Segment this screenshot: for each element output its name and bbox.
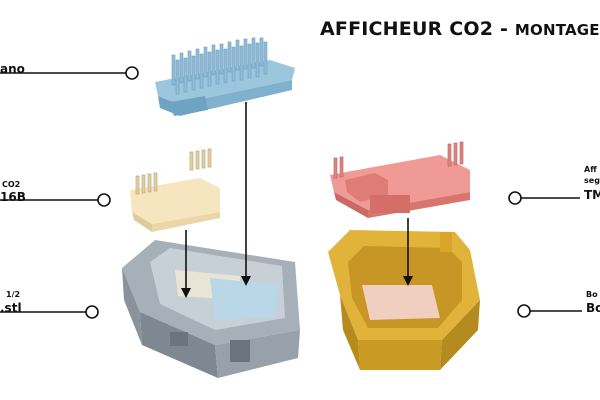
arduino-nano-board [155,37,295,116]
yellow-box-top [328,230,480,370]
callout-marker-icon [85,305,99,319]
label-co2-line2: 16B [0,190,26,204]
callout-lines [0,66,582,319]
callout-marker-icon [517,304,531,318]
label-box-bottom-line2: .stl [0,301,22,315]
callout-marker-icon [97,193,111,207]
display-board-tm1637 [330,141,470,218]
label-display-line3: TM [584,188,600,202]
label-box-top-line1: Bo [586,290,598,299]
gray-box-bottom [122,240,300,378]
callout-marker-icon [125,66,139,80]
title-main: AFFICHEUR CO2 - [320,18,515,40]
title-sub: MONTAGE D [514,21,600,39]
label-box-top-line2: Bo [586,301,600,315]
label-co2-line1: CO2 [2,180,21,189]
arrow-down-icon [181,288,191,298]
label-display-line1: Aff [584,165,597,174]
label-display-line2: seg [584,176,600,185]
co2-sensor-module [130,148,220,232]
arrow-down-icon [241,276,251,286]
diagram-title: AFFICHEUR CO2 - MONTAGE D [320,18,600,40]
callout-marker-icon [508,191,522,205]
arrow-down-icon [403,276,413,286]
label-box-bottom-line1: 1/2 [6,290,21,299]
label-nano: ano [0,62,25,76]
assembly-arrows [181,102,413,298]
